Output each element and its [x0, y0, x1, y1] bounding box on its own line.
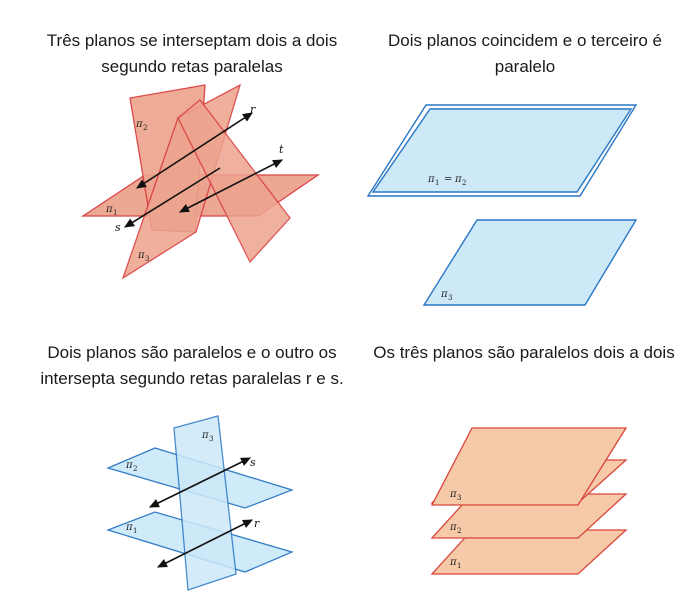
- caption-coincident-and-parallel: Dois planos coincidem e o terceiro é par…: [387, 31, 663, 76]
- label-pi2: π: [125, 460, 133, 471]
- label-r: r: [254, 517, 260, 530]
- label-pi1-sub: 1: [435, 179, 439, 187]
- label-pi3-sub: 3: [145, 255, 149, 263]
- label-pi1: π: [125, 522, 133, 533]
- caption-two-parallel-one-intersecting: Dois planos são paralelos e o outro os i…: [40, 343, 344, 388]
- label-equals: =: [444, 174, 452, 185]
- label-pi1: π: [105, 204, 113, 215]
- label-pi2-sub: 2: [462, 179, 466, 187]
- label-s: s: [115, 221, 121, 234]
- line-r: [136, 112, 253, 189]
- label-pi2-sub: 2: [143, 124, 147, 132]
- plane-pi1-pi2: [371, 108, 633, 193]
- figure-coincident-planes: π 1 = π 2 π 3: [366, 104, 638, 306]
- label-s: s: [250, 456, 256, 469]
- label-pi1-sub: 1: [133, 527, 137, 535]
- label-pi2: π: [135, 119, 143, 130]
- label-pi3: π: [449, 489, 457, 500]
- label-pi3: π: [440, 289, 448, 300]
- caption-three-planes-intersecting: Três planos se interseptam dois a dois s…: [46, 31, 338, 76]
- label-pi2: π: [454, 174, 462, 185]
- label-pi3: π: [137, 250, 145, 261]
- label-r: r: [250, 103, 256, 116]
- label-pi1-sub: 1: [457, 562, 461, 570]
- label-pi3-sub: 3: [209, 435, 213, 443]
- line-t: [179, 159, 283, 213]
- label-pi3-sub: 3: [448, 294, 452, 302]
- line-s: [148, 457, 252, 508]
- caption-three-parallel-planes: Os três planos são paralelos dois a dois: [373, 343, 675, 362]
- plane-pi3: [430, 427, 628, 506]
- plane-pi3: [173, 415, 237, 591]
- label-pi2: π: [449, 522, 457, 533]
- label-t: t: [279, 143, 284, 156]
- figure-parallel-cut-by-plane: π 2 π 1 π 3 s r: [106, 415, 294, 591]
- label-pi2-sub: 2: [133, 465, 137, 473]
- label-pi2-sub: 2: [457, 527, 461, 535]
- plane-pi3: [422, 219, 638, 306]
- figure-three-planes-parallel-lines: π 2 π 1 π 3 r s t: [80, 83, 321, 280]
- figure-three-parallel-planes: π 3 π 2 π 1: [430, 427, 628, 575]
- label-pi1: π: [449, 557, 457, 568]
- line-r: [156, 519, 254, 568]
- label-pi3-sub: 3: [457, 494, 461, 502]
- label-pi1-sub: 1: [113, 209, 117, 217]
- plane-pi1-pi2-outer: [366, 104, 638, 197]
- label-pi1: π: [427, 174, 435, 185]
- label-pi3: π: [201, 430, 209, 441]
